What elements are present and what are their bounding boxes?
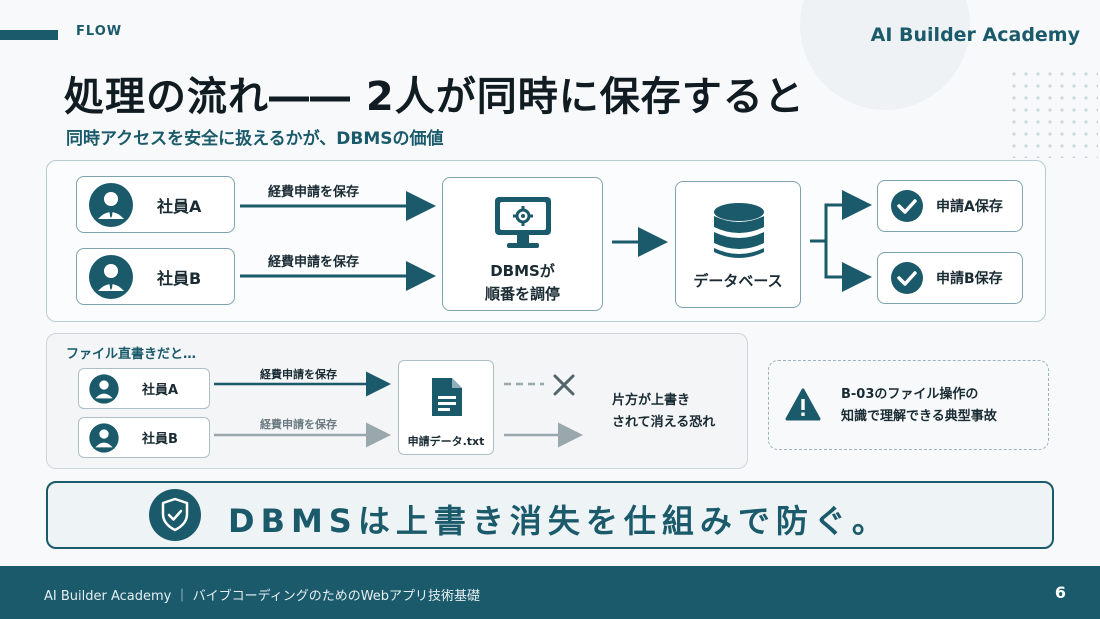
file-employee-a-box: 社員A xyxy=(78,368,210,409)
person-icon xyxy=(89,422,119,453)
note-box: B-03のファイル操作の 知識で理解できる典型事故 xyxy=(768,360,1049,450)
document-icon xyxy=(432,378,462,416)
brand-logo-text: AI Builder Academy xyxy=(870,24,1080,46)
file-employee-b-box: 社員B xyxy=(78,417,210,458)
arrow-label: 経費申請を保存 xyxy=(260,368,337,381)
file-result-text: 片方が上書き されて消える恐れ xyxy=(612,390,715,434)
arrow-db-to-result-a xyxy=(810,190,872,243)
employee-label: 社員A xyxy=(142,383,179,398)
footer-bar xyxy=(0,566,1100,619)
file-name-label: 申請データ.txt xyxy=(407,435,485,448)
employee-label: 社員B xyxy=(157,268,202,288)
person-icon xyxy=(89,254,133,299)
note-line1: B-03のファイル操作の xyxy=(841,387,979,402)
result-label: 申請B保存 xyxy=(936,271,1003,287)
page-number: 6 xyxy=(1054,583,1066,602)
employee-b-box: 社員B xyxy=(76,248,235,305)
monitor-gear-icon xyxy=(495,197,551,248)
decorative-dot-grid xyxy=(1008,68,1098,158)
result-b-box: 申請B保存 xyxy=(877,252,1023,304)
result-a-box: 申請A保存 xyxy=(877,180,1023,232)
warning-icon xyxy=(785,388,821,421)
person-icon xyxy=(89,182,133,227)
section-marker-bar xyxy=(0,30,58,40)
dbms-label-line1: DBMSが xyxy=(490,262,555,280)
slide-subtitle: 同時アクセスを安全に扱えるかが、DBMSの価値 xyxy=(66,129,444,149)
database-icon xyxy=(714,203,764,258)
section-label: FLOW xyxy=(76,24,123,39)
dbms-label-line2: 順番を調停 xyxy=(484,285,560,303)
dbms-box: DBMSが 順番を調停 xyxy=(442,177,603,311)
arrow-db-to-result-b xyxy=(824,241,872,292)
file-result-line2: されて消える恐れ xyxy=(612,415,716,430)
employee-a-box: 社員A xyxy=(76,176,235,233)
footer-text: AI Builder Academy ｜ バイブコーディングのためのWebアプリ… xyxy=(44,589,481,604)
check-circle-icon xyxy=(891,190,923,222)
file-flow-title: ファイル直書きだと… xyxy=(66,347,197,362)
database-box: データベース xyxy=(675,181,801,308)
shield-check-icon xyxy=(149,489,201,541)
file-result-line1: 片方が上書き xyxy=(612,393,691,408)
cross-icon xyxy=(553,374,575,396)
employee-label: 社員B xyxy=(142,432,178,447)
conclusion-text: DBMSは上書き消失を仕組みで防ぐ。 xyxy=(228,502,890,540)
note-line2: 知識で理解できる典型事故 xyxy=(841,409,997,424)
result-label: 申請A保存 xyxy=(936,199,1003,215)
conclusion-banner xyxy=(46,481,1054,549)
arrow-label: 経費申請を保存 xyxy=(268,255,360,270)
person-icon xyxy=(89,373,119,404)
arrow-label: 経費申請を保存 xyxy=(268,185,360,200)
employee-label: 社員A xyxy=(157,196,202,216)
database-label: データベース xyxy=(693,272,783,290)
arrow-label: 経費申請を保存 xyxy=(260,418,337,431)
file-box: 申請データ.txt xyxy=(398,360,494,455)
check-circle-icon xyxy=(891,262,923,294)
slide-title: 処理の流れ―― 2人が同時に保存すると xyxy=(64,74,805,120)
